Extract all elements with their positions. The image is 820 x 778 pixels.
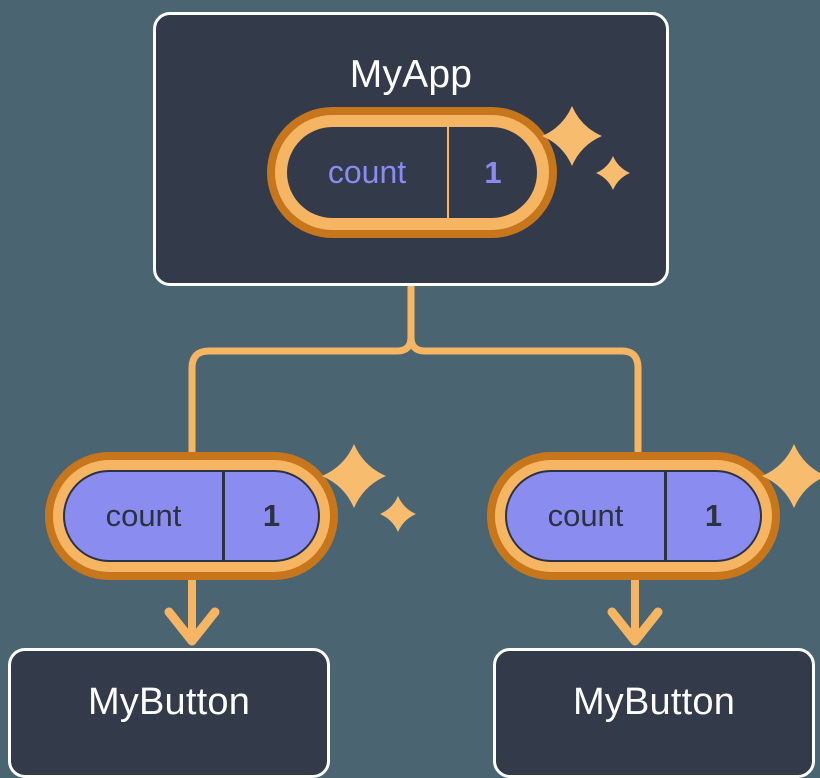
state-pill-right[interactable]: count 1 (505, 470, 762, 562)
sparkle-left-icon (322, 444, 416, 532)
state-pill-left[interactable]: count 1 (63, 470, 320, 562)
component-card-mybutton-right[interactable]: MyButton (493, 648, 815, 778)
state-pill-left-value: 1 (262, 498, 281, 533)
component-title-mybutton-right: MyButton (572, 681, 736, 723)
state-pill-myapp-key: count (287, 127, 449, 218)
state-pill-right-value: 1 (704, 498, 723, 533)
component-card-mybutton-left[interactable]: MyButton (8, 648, 330, 778)
connector-root-to-right (407, 282, 642, 456)
sparkle-small-icon (380, 496, 416, 532)
state-pill-myapp-value: 1 (484, 154, 502, 190)
state-pill-myapp[interactable]: count 1 (287, 127, 537, 218)
arrow-left-head (164, 607, 220, 646)
state-pill-left-key: count (65, 472, 225, 560)
component-title-mybutton-left: MyButton (87, 681, 251, 723)
component-title-myapp: MyApp (349, 53, 473, 96)
arrow-right-head (607, 607, 663, 646)
connector-root-to-left (188, 282, 415, 456)
state-pill-right-key: count (507, 472, 667, 560)
